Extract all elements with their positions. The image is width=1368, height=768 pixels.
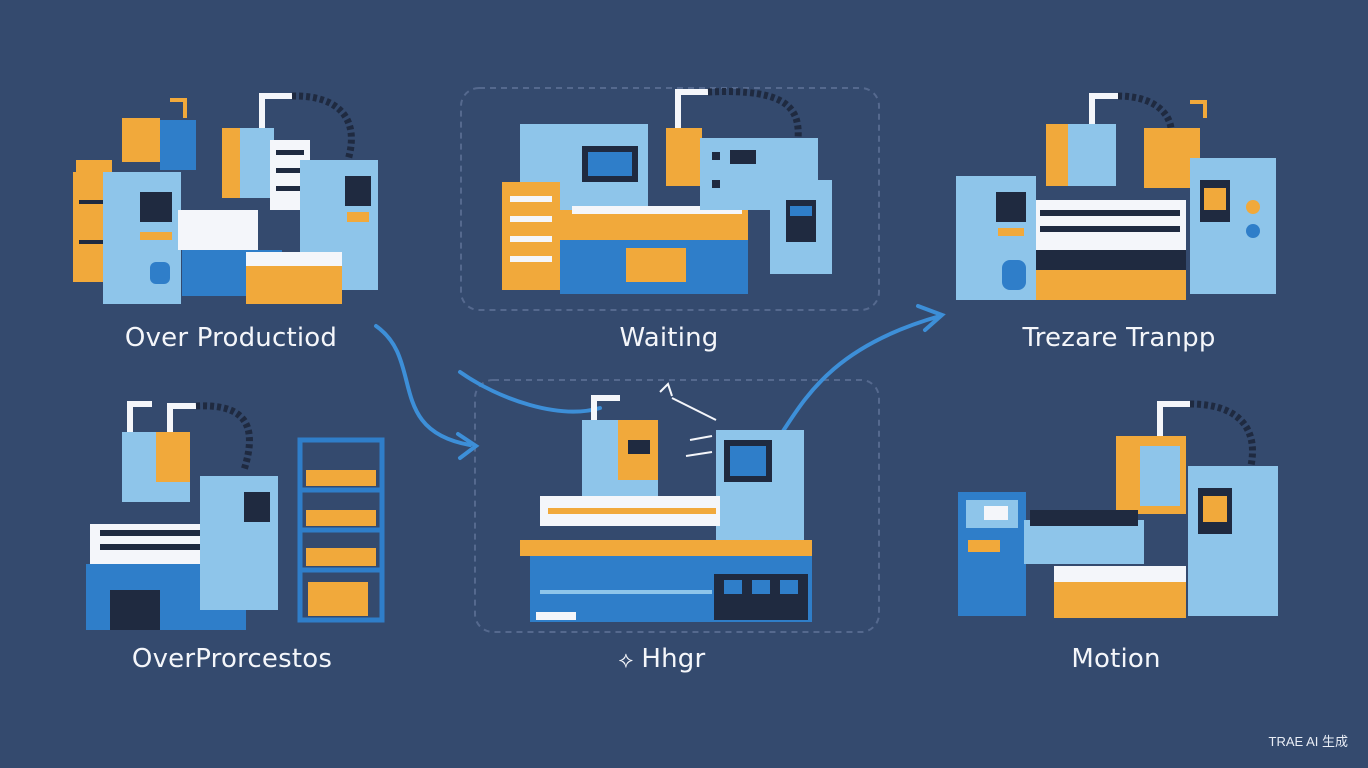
label-transport: Trezare Tranpp <box>1022 323 1216 353</box>
label-motion: Motion <box>1071 644 1161 674</box>
machine-motion <box>958 400 1278 618</box>
label-waiting: Waiting <box>619 323 719 353</box>
watermark: TRAE AI 生成 <box>1268 734 1348 749</box>
frame-top-center <box>460 87 880 311</box>
arrowhead-left <box>456 432 480 460</box>
label-center-bottom: ⟡ Hhgr <box>619 644 706 674</box>
decor-marks <box>659 382 717 457</box>
machine-center <box>520 395 812 622</box>
label-over-processing: OverProrcestos <box>131 644 333 674</box>
diamond-icon: ⟡ <box>618 648 634 673</box>
frame-bottom-center <box>474 379 880 633</box>
machine-over-production <box>73 92 378 304</box>
arrowhead-right <box>916 304 946 332</box>
arrow-center-to-right <box>768 314 942 452</box>
machine-over-processing <box>86 401 385 630</box>
arrow-left-to-center <box>374 324 472 447</box>
label-center-bottom-text: Hhgr <box>641 644 706 674</box>
arrow-center-loop <box>458 370 602 414</box>
machine-waiting <box>502 88 832 294</box>
machine-transport <box>956 92 1276 300</box>
label-over-production: Over Productiod <box>124 323 338 353</box>
